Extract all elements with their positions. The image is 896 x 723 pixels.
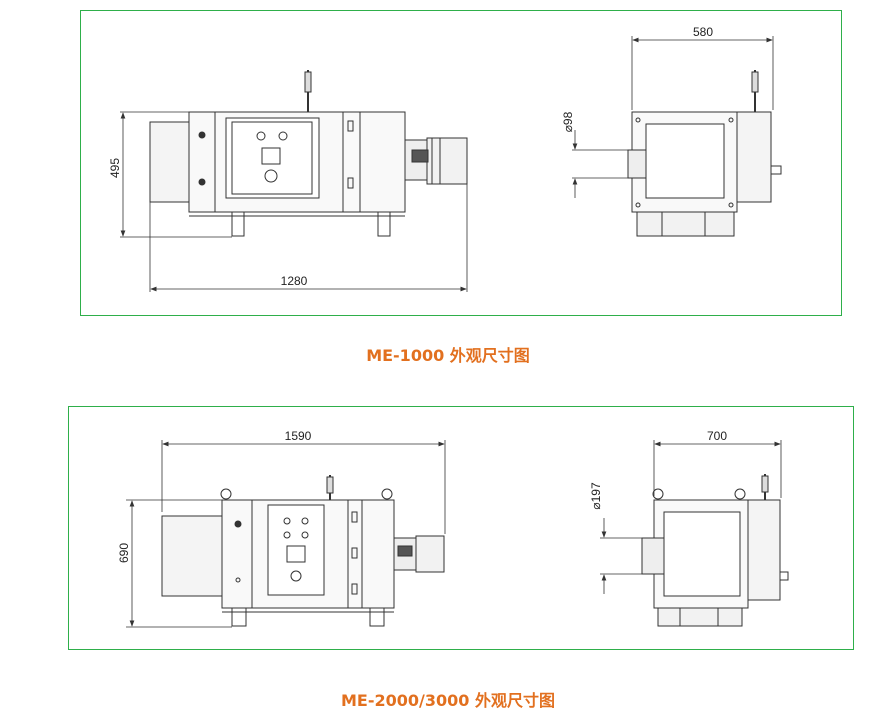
caption-me1000: ME-1000 外观尺寸图 xyxy=(366,346,530,365)
me2000-front-view xyxy=(161,475,445,627)
dim-pipe-diameter-me2000: ⌀197 xyxy=(589,482,603,510)
me2000-side-view xyxy=(641,474,789,627)
dim-width-me2000: 1590 xyxy=(285,429,312,443)
svg-text:⌀197: ⌀197 xyxy=(589,482,603,510)
dim-pipe-diameter-me1000: ⌀98 xyxy=(561,111,575,132)
dim-height-me2000: 690 xyxy=(117,543,131,563)
dim-width-me1000: 1280 xyxy=(281,274,308,288)
dim-height-me1000: 495 xyxy=(108,158,122,178)
svg-text:⌀98: ⌀98 xyxy=(561,111,575,132)
caption-me2000: ME-2000/3000 外观尺寸图 xyxy=(341,691,555,710)
me1000-side-view xyxy=(627,70,782,237)
dim-side-width-me1000: 580 xyxy=(693,25,713,39)
dim-side-width-me2000: 700 xyxy=(707,429,727,443)
me1000-front-view xyxy=(149,70,468,237)
